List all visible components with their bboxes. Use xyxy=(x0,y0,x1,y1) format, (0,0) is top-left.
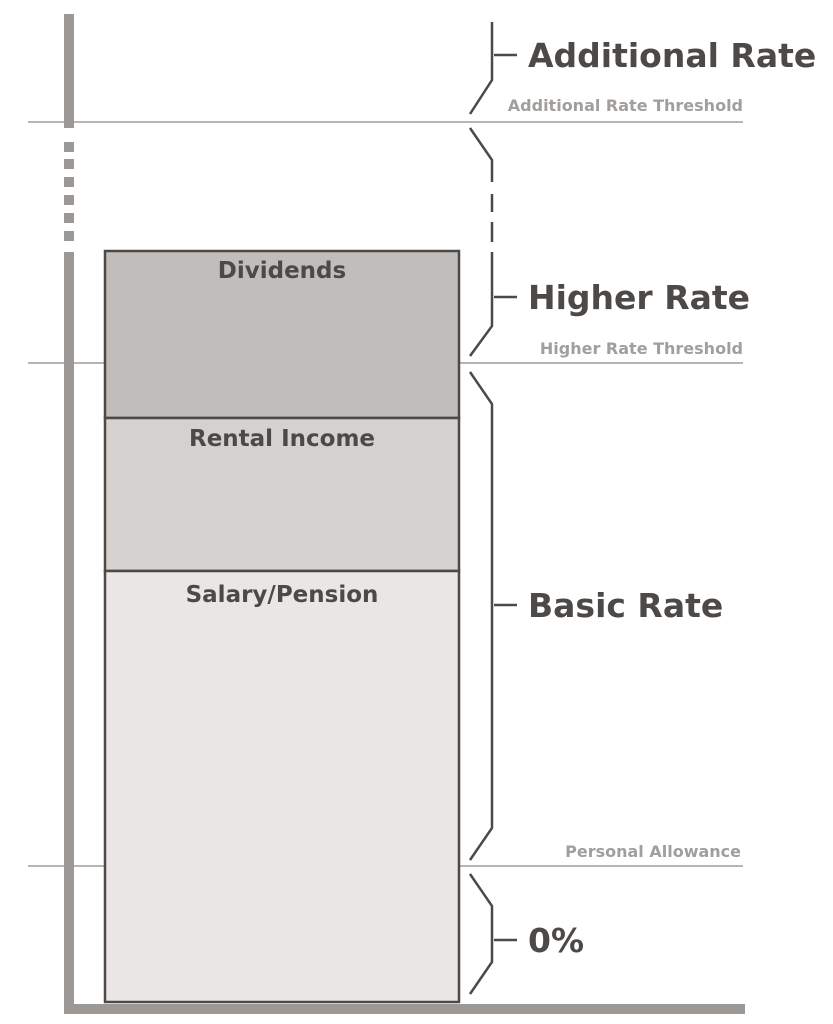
basic-rate-bracket xyxy=(468,371,494,861)
additional-rate-bracket xyxy=(468,22,494,115)
y-axis-dash xyxy=(64,159,74,169)
dividends-label: Dividends xyxy=(218,258,346,284)
personal-allowance-label: Personal Allowance xyxy=(565,842,741,861)
y-axis-upper xyxy=(64,14,74,128)
rental-income-label: Rental Income xyxy=(189,426,375,452)
higher-rate-bracket xyxy=(468,252,494,357)
additional-rate-threshold-label: Additional Rate Threshold xyxy=(508,96,743,115)
y-axis-dash xyxy=(64,195,74,205)
x-axis-baseline xyxy=(64,1004,745,1014)
additional-rate-label: Additional Rate xyxy=(528,36,816,75)
salary-pension-label: Salary/Pension xyxy=(186,582,379,608)
rental-income-block xyxy=(103,416,461,573)
y-axis-lower xyxy=(64,252,74,1014)
salary-pension-block xyxy=(103,569,461,1004)
zero-rate-label: 0% xyxy=(528,921,584,960)
y-axis-dash xyxy=(64,142,74,152)
basic-rate-label: Basic Rate xyxy=(528,586,723,625)
y-axis-dash xyxy=(64,213,74,223)
higher-rate-threshold-label: Higher Rate Threshold xyxy=(540,339,743,358)
axis xyxy=(64,14,745,1014)
y-axis-dash xyxy=(64,177,74,187)
higher-rate-label: Higher Rate xyxy=(528,278,750,317)
y-axis-dash xyxy=(64,231,74,241)
zero-rate-bracket xyxy=(468,873,494,995)
additional-rate-bracket-lower xyxy=(468,127,494,182)
